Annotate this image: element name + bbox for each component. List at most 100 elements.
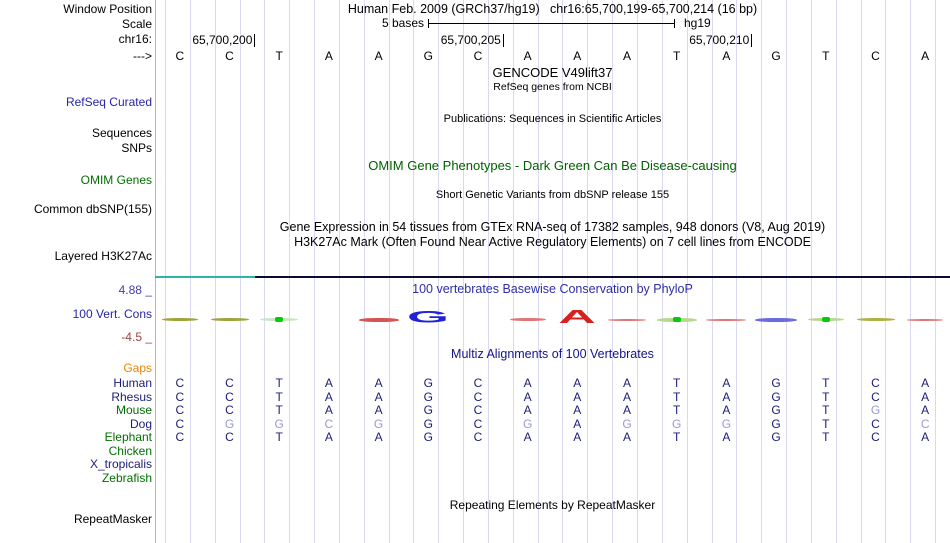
phylop-score-mark: [358, 317, 399, 322]
align-base: A: [622, 430, 631, 444]
track-label-common-dbsnp[interactable]: Common dbSNP(155): [33, 202, 152, 216]
ruler-coordinate-tick: [254, 34, 256, 47]
gridline: [388, 0, 390, 543]
conservation-top-line: [155, 276, 255, 278]
track-label-snps[interactable]: SNPs: [121, 141, 152, 155]
align-species-label-dog[interactable]: Dog: [129, 416, 152, 431]
align-base: C: [473, 403, 483, 417]
align-base: C: [920, 416, 930, 431]
track-title-publications: Publications: Sequences in Scientific Ar…: [443, 113, 662, 125]
align-base: A: [722, 376, 731, 390]
track-title-repeatmasker: Repeating Elements by RepeatMasker: [449, 498, 656, 512]
ruler-coordinate-tick: [502, 34, 504, 47]
align-base: G: [423, 430, 433, 444]
gridline: [487, 0, 489, 543]
align-base: G: [423, 376, 433, 390]
align-base: G: [771, 416, 781, 431]
track-title-multiz: Multiz Alignments of 100 Vertebrates: [451, 347, 654, 361]
gridline: [736, 0, 738, 543]
align-base: C: [175, 403, 185, 417]
align-species-label-elephant[interactable]: Elephant: [104, 430, 152, 444]
align-base: T: [822, 430, 830, 444]
sequence-base: A: [324, 49, 333, 63]
gridline: [711, 0, 713, 543]
align-base: G: [771, 389, 781, 404]
align-species-label-chicken[interactable]: Chicken: [108, 443, 152, 458]
align-base: T: [822, 416, 830, 431]
track-title-gtex: Gene Expression in 54 tissues from GTEx …: [279, 220, 826, 234]
sequence-base: A: [573, 49, 582, 63]
sequence-base: C: [871, 49, 880, 63]
strand-arrow-label[interactable]: --->: [133, 49, 152, 63]
align-base: A: [921, 389, 930, 404]
gridline: [612, 0, 614, 543]
align-base: C: [225, 376, 234, 390]
align-base: G: [423, 403, 433, 417]
gridline: [338, 0, 340, 543]
align-base: A: [622, 389, 631, 404]
align-base: G: [423, 416, 433, 431]
phylop-score-mark: [161, 318, 198, 321]
align-base: A: [573, 430, 582, 444]
align-label-gaps[interactable]: Gaps: [123, 361, 152, 375]
align-species-label-human[interactable]: Human: [113, 376, 152, 390]
align-base: G: [224, 416, 235, 431]
gridline: [910, 0, 912, 543]
align-base: A: [573, 403, 582, 417]
align-base: C: [871, 416, 880, 431]
scale-value: 5 bases: [381, 16, 424, 30]
gridline: [289, 0, 291, 543]
align-base: T: [275, 430, 283, 444]
conservation-top-line: [255, 276, 950, 278]
scale-label: Scale: [121, 17, 152, 31]
sequence-base: A: [921, 49, 930, 63]
align-base: T: [822, 403, 830, 417]
align-base: T: [822, 376, 830, 390]
align-species-label-mouse[interactable]: Mouse: [115, 403, 152, 417]
window-position-title: Human Feb. 2009 (GRCh37/hg19) chr16:65,7…: [347, 2, 758, 16]
align-base: C: [225, 430, 234, 444]
track-label-layered-h3k27ac[interactable]: Layered H3K27Ac: [54, 249, 152, 263]
align-base: A: [324, 430, 333, 444]
gridline: [761, 0, 763, 543]
track-label-100-vert-cons[interactable]: 100 Vert. Cons: [72, 307, 152, 321]
align-base: A: [722, 403, 731, 417]
align-base: G: [373, 416, 384, 431]
gridline: [637, 0, 638, 543]
sequence-base: G: [771, 49, 781, 63]
track-label-refseq-curated[interactable]: RefSeq Curated: [65, 95, 152, 109]
align-base: C: [473, 376, 483, 390]
align-base: C: [175, 389, 185, 404]
ruler-coordinate: 65,700,210: [689, 33, 750, 47]
align-base: A: [921, 376, 930, 390]
align-base: C: [175, 416, 185, 431]
align-species-label-zebrafish[interactable]: Zebrafish: [101, 470, 152, 485]
align-base: C: [175, 430, 185, 444]
align-base: G: [523, 416, 533, 431]
align-base: A: [573, 389, 582, 404]
align-base: C: [473, 430, 483, 444]
align-base: C: [871, 376, 880, 390]
sequence-base: A: [622, 49, 631, 63]
track-label-sequences[interactable]: Sequences: [91, 126, 152, 140]
align-base: A: [573, 416, 582, 431]
track-label-omim-genes[interactable]: OMIM Genes: [80, 173, 152, 187]
sequence-base: C: [175, 49, 185, 63]
sequence-base: C: [225, 49, 234, 63]
gridline: [860, 0, 862, 543]
gridline: [835, 0, 837, 543]
align-species-label-x_tropicalis[interactable]: X_tropicalis: [89, 457, 152, 471]
window-position-label: Window Position: [63, 2, 152, 16]
scale-bar-right-tick: [674, 19, 675, 28]
align-base: A: [523, 403, 532, 417]
gridline: [264, 0, 266, 543]
sequence-base: A: [523, 49, 532, 63]
align-species-label-rhesus[interactable]: Rhesus: [111, 389, 152, 404]
phylop-score-mark: [755, 317, 798, 322]
phylop-score-dot: [672, 317, 681, 322]
align-base: A: [523, 376, 532, 390]
track-label-repeatmasker[interactable]: RepeatMasker: [73, 512, 152, 526]
align-base: A: [573, 376, 582, 390]
gridline: [438, 0, 440, 543]
